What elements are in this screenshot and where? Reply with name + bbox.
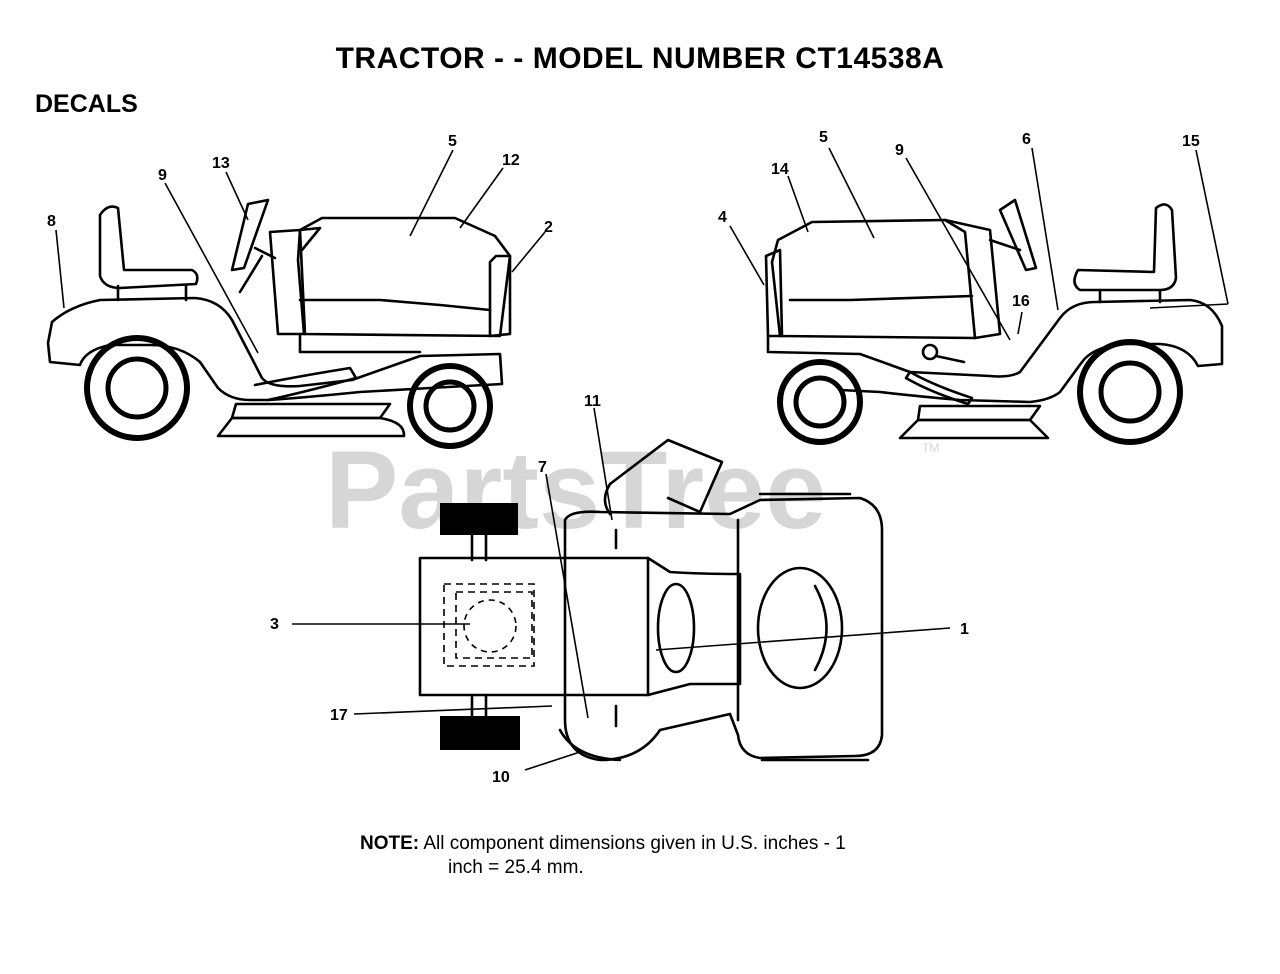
top-callouts: 11 7 3 1 17 10	[270, 393, 969, 786]
callout-label: 11	[584, 393, 601, 410]
section-heading: DECALS	[35, 90, 138, 118]
callout-label: 14	[771, 161, 789, 178]
callout-label: 2	[544, 219, 553, 236]
callout-label: 7	[538, 459, 547, 476]
callout-label: 1	[960, 621, 969, 638]
callout-label: 9	[895, 142, 904, 159]
tractor-left-side-view	[46, 198, 512, 449]
right-leader-lines	[729, 147, 1229, 341]
callout-label: 3	[270, 616, 279, 633]
callout-label: 9	[158, 167, 167, 184]
callout-label: 6	[1022, 131, 1031, 148]
page-title: TRACTOR - - MODEL NUMBER CT14538A	[335, 42, 945, 75]
callout-label: 12	[502, 152, 520, 169]
left-callouts: 8 9 13 5 12 2	[47, 133, 553, 236]
right-callouts: 4 14 5 9 6 15 16	[718, 129, 1200, 310]
note-line-1: All component dimensions given in U.S. i…	[423, 833, 846, 854]
callout-label: 5	[819, 129, 828, 146]
callout-label: 15	[1182, 133, 1200, 150]
dimension-note: NOTE: All component dimensions given in …	[360, 832, 846, 880]
callout-label: 5	[448, 133, 457, 150]
callout-label: 10	[492, 769, 510, 786]
callout-label: 8	[47, 213, 56, 230]
top-leader-lines	[292, 407, 951, 771]
tractor-top-view	[418, 438, 884, 762]
tractor-right-side-view	[764, 198, 1224, 445]
note-line-2: inch = 25.4 mm.	[448, 857, 584, 878]
callout-label: 13	[212, 155, 230, 172]
callout-label: 17	[330, 707, 348, 724]
left-leader-lines	[55, 149, 546, 354]
note-label: NOTE:	[360, 833, 420, 854]
callout-label: 16	[1012, 293, 1030, 310]
watermark: PartsTree	[325, 429, 826, 552]
watermark-tm: TM	[922, 441, 939, 455]
callout-label: 4	[718, 209, 727, 226]
